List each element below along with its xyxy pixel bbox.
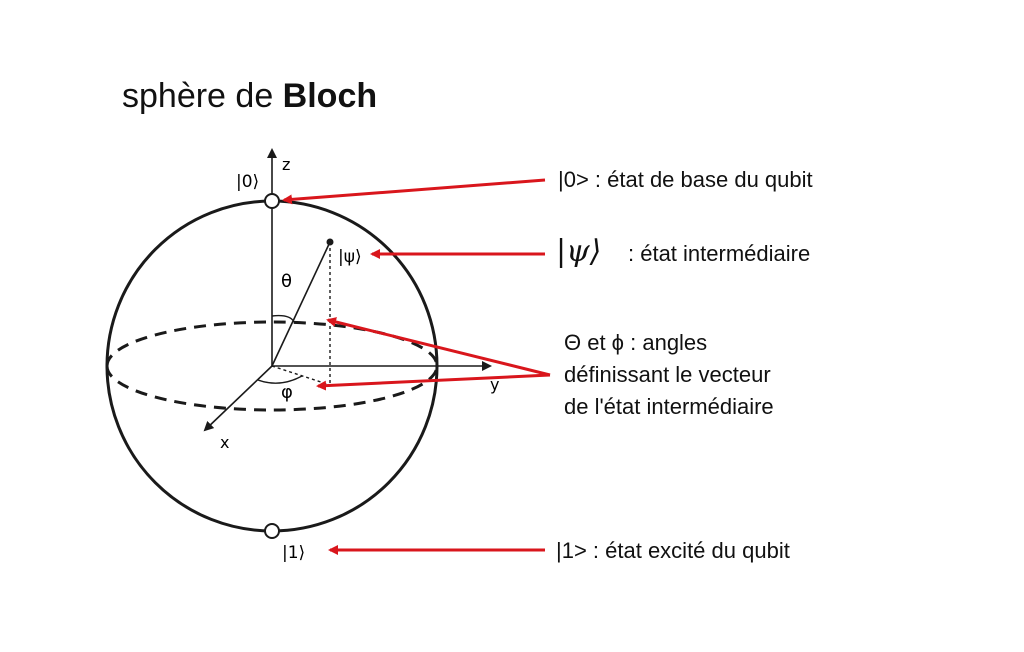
ket0-label: |0⟩ [236, 172, 259, 192]
x-axis-label: x [220, 433, 229, 452]
note-angles-line-3: de l'état intermédiaire [564, 394, 774, 419]
note-angles-line-2: définissant le vecteur [564, 362, 771, 387]
title-normal: sphère de [122, 77, 283, 115]
note-ket1: |1> : état excité du qubit [556, 538, 790, 563]
ket1-label: |1⟩ [282, 543, 305, 563]
note-psi: : état intermédiaire [628, 241, 811, 266]
arrow-theta [326, 317, 551, 377]
arrow-ket0 [282, 178, 546, 205]
equator-back [105, 320, 439, 367]
note-ket0: |0> : état de base du qubit [558, 167, 813, 192]
slide-title: sphère de Bloch [122, 74, 377, 118]
phi-arc [257, 375, 303, 384]
ket0-pole [264, 193, 280, 209]
psi-label: |ψ⟩ [338, 247, 362, 267]
ket1-pole [264, 523, 280, 539]
note-angles-line-1: Θ et ϕ : angles [564, 330, 708, 355]
note-angles: Θ et ϕ : angles définissant le vecteur d… [564, 327, 774, 423]
z-axis-label: z [282, 155, 290, 174]
x-axis [203, 365, 273, 432]
phi-label: φ [281, 382, 293, 403]
equator-front [105, 365, 439, 412]
y-axis-label: y [490, 375, 499, 394]
theta-arc [271, 314, 295, 323]
arrow-phi [316, 373, 551, 391]
title-bold: Bloch [282, 77, 378, 115]
psi-symbol: |ψ⟩ [556, 234, 602, 269]
theta-label: θ [281, 271, 292, 292]
psi-vector [271, 241, 331, 367]
